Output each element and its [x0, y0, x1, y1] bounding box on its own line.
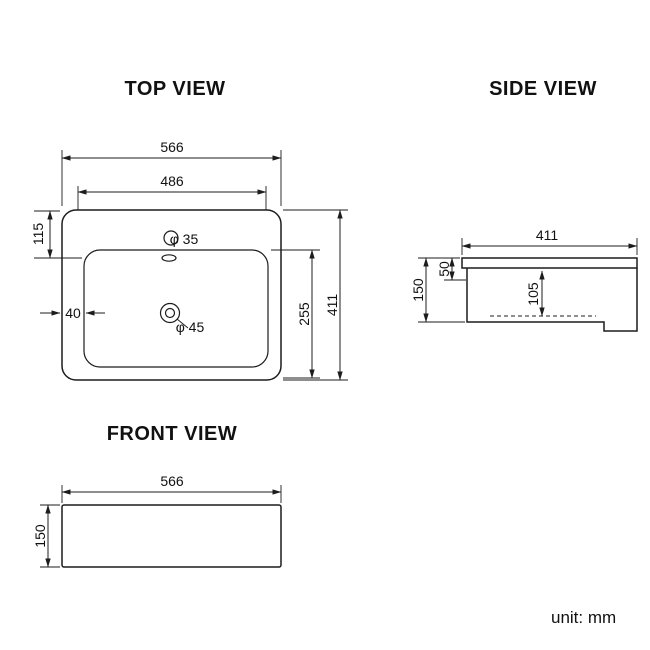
top-dim-overall-width: 566	[160, 139, 184, 155]
top-dim-deck-width: 486	[160, 173, 184, 189]
basin-body-profile	[466, 268, 638, 332]
top-dim-overall-depth: 411	[324, 294, 340, 317]
drain-hole-outer	[159, 302, 181, 324]
tap-hole-diameter-label: φ 35	[170, 231, 199, 247]
leader-line	[176, 318, 189, 329]
tap-hole	[163, 230, 179, 246]
basin-outer-rim	[61, 209, 282, 381]
top-view-title: TOP VIEW	[124, 78, 225, 100]
drain-diameter-label: φ 45	[176, 319, 205, 335]
unit-note: unit: mm	[551, 608, 616, 627]
side-view: SIDE VIEW 411 50 150 105	[410, 78, 638, 332]
top-dim-rim-gap: 40	[65, 305, 81, 321]
side-dim-overall-depth: 411	[536, 227, 559, 243]
top-view: TOP VIEW 566 486 115 φ 35 φ 45 40	[30, 78, 348, 381]
side-dim-rim-height: 50	[436, 261, 452, 277]
front-dim-overall-width: 566	[160, 473, 184, 489]
basin-front-profile	[61, 504, 282, 568]
overflow-slot	[161, 254, 177, 262]
drain-hole-inner	[164, 307, 176, 319]
basin-inner-bowl	[83, 249, 269, 368]
side-dim-inner-height: 105	[525, 282, 541, 306]
rim-slab-profile	[461, 257, 638, 269]
front-dim-overall-height: 150	[32, 524, 48, 548]
side-dim-overall-height: 150	[410, 278, 426, 302]
top-dim-tap-offset: 115	[30, 223, 46, 246]
front-view: FRONT VIEW 566 150	[32, 423, 282, 568]
front-view-title: FRONT VIEW	[107, 423, 238, 445]
top-dim-basin-depth: 255	[296, 302, 312, 326]
side-view-title: SIDE VIEW	[489, 78, 597, 100]
